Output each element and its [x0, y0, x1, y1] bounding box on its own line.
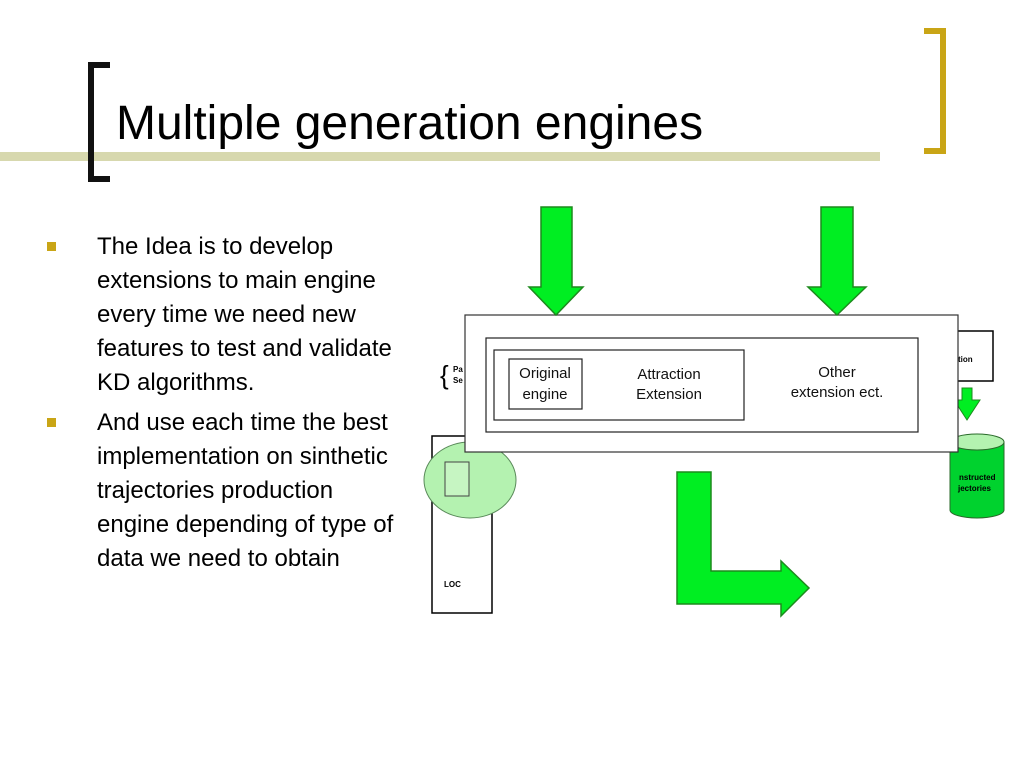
bullet-text: And use each time the best implementatio… — [97, 409, 394, 572]
bullet-list: The Idea is to develop extensions to mai… — [46, 230, 396, 582]
bullet-item: And use each time the best implementatio… — [46, 406, 396, 576]
left-inner-box — [444, 461, 470, 497]
slide-title: Multiple generation engines — [116, 97, 704, 150]
attraction-extension-label-line1: Attraction — [637, 366, 700, 383]
square-bullet-icon — [47, 418, 56, 427]
attraction-extension-label-line2: Extension — [636, 386, 702, 403]
other-extension-label-line2: extension ect. — [791, 384, 884, 401]
engine-container-box — [485, 337, 919, 433]
db-label-line2: jectories — [957, 484, 991, 493]
background-diagram: LOC { Pa Se tion nstructed jectories — [423, 330, 1005, 614]
original-engine-box — [508, 358, 583, 410]
left-green-ellipse — [423, 441, 517, 519]
database-cylinder-icon — [949, 442, 1005, 519]
left-box-label: LOC — [444, 580, 461, 589]
left-bracket-decoration — [88, 62, 110, 182]
left-input-arrow-icon — [527, 206, 585, 317]
square-bullet-icon — [47, 242, 56, 251]
small-down-arrow-icon — [953, 387, 981, 421]
main-engine-group-box — [493, 349, 745, 421]
output-elbow-arrow-icon — [676, 471, 811, 618]
brace-label-line2: Se — [453, 376, 463, 385]
right-input-arrow-icon — [806, 206, 868, 317]
title-band — [0, 152, 880, 161]
original-engine-label-line1: Original — [519, 365, 571, 382]
right-box-label: tion — [958, 355, 973, 364]
original-engine-label-line2: engine — [522, 386, 567, 403]
other-extension-label-line1: Other — [818, 364, 856, 381]
brace-label-line1: Pa — [453, 365, 463, 374]
left-brace-icon: { — [440, 360, 449, 390]
bullet-text: The Idea is to develop extensions to mai… — [97, 233, 392, 396]
db-label-line1: nstructed — [959, 473, 996, 482]
bullet-item: The Idea is to develop extensions to mai… — [46, 230, 396, 400]
right-bracket-decoration — [924, 28, 946, 154]
